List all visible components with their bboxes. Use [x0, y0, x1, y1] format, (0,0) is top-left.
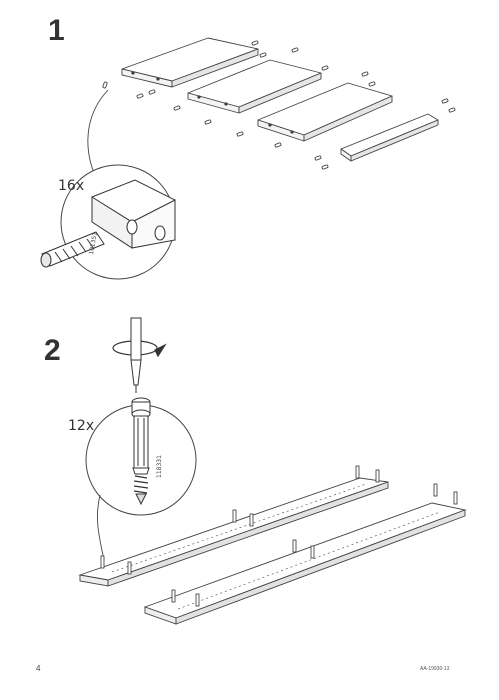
step-2-number: 2	[44, 334, 61, 367]
page-number: 4	[36, 664, 41, 673]
step-1-number: 1	[48, 14, 65, 47]
step-1-quantity: 16x	[58, 178, 85, 194]
cam-bolt-icon	[100, 465, 458, 607]
step-2-part-number: 118331	[156, 455, 163, 478]
cam-bolt-icon	[131, 397, 151, 506]
dowel-icon	[102, 40, 456, 170]
shelf-panel-4	[340, 113, 439, 162]
dowel-icon	[40, 231, 105, 268]
side-rail-2	[143, 502, 467, 625]
side-rail-1	[78, 477, 389, 587]
document-code: AA-19930-13	[420, 666, 450, 672]
screwdriver-icon	[130, 317, 142, 393]
shelf-panel-3	[257, 82, 393, 142]
shelf-panel-2	[187, 59, 322, 114]
step-2-quantity: 12x	[68, 418, 95, 434]
shelf-panel-1	[121, 37, 259, 88]
